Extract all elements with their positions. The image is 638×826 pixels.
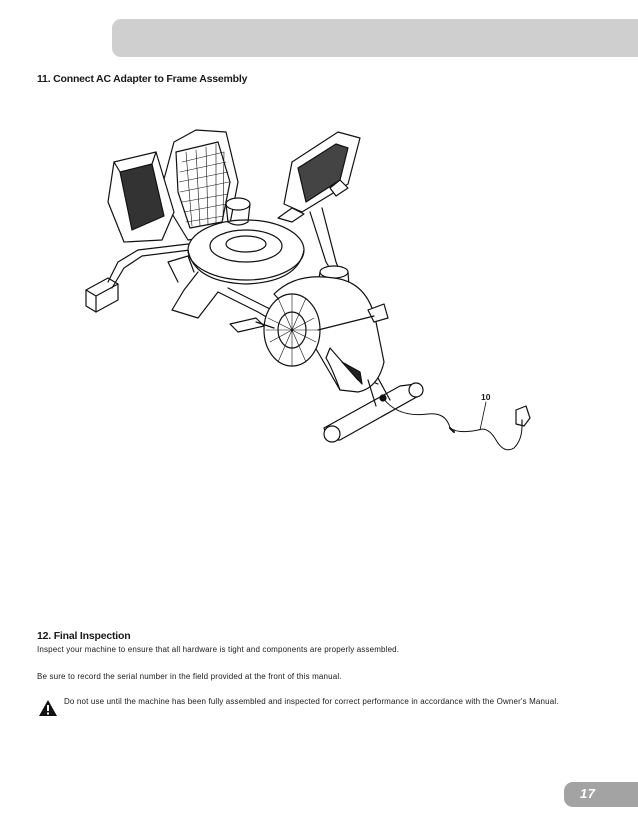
warning-text: Do not use until the machine has been fu… (64, 697, 559, 706)
page-number-tab: 17 (564, 782, 638, 807)
callout-label: 10 (481, 392, 491, 402)
warning-note: Do not use until the machine has been fu… (37, 694, 607, 728)
recumbent-bike-illustration (85, 129, 531, 451)
header-bar (112, 19, 638, 57)
warning-triangle-icon (39, 700, 57, 716)
step-11-title: 11. Connect AC Adapter to Frame Assembly (37, 73, 248, 85)
inspection-instruction: Inspect your machine to ensure that all … (37, 645, 400, 654)
page-number: 17 (580, 786, 596, 801)
step-12-title: 12. Final Inspection (37, 630, 131, 642)
serial-number-instruction: Be sure to record the serial number in t… (37, 672, 342, 681)
